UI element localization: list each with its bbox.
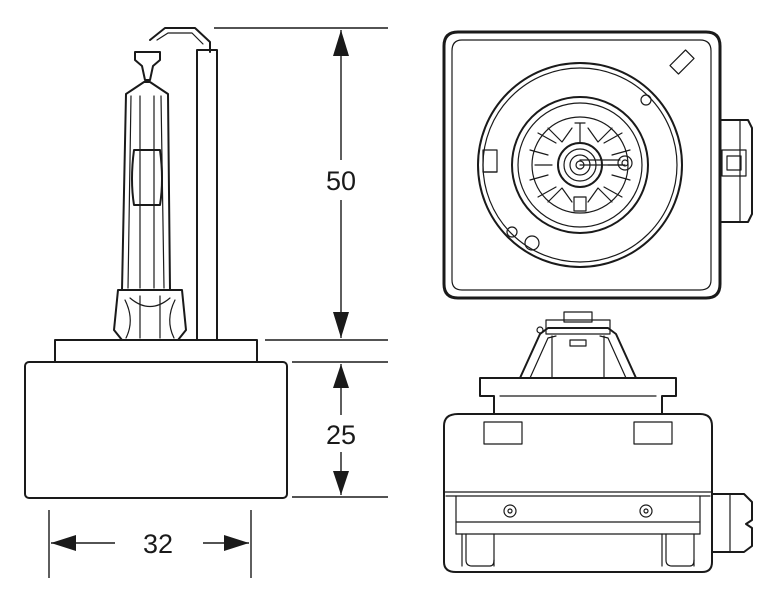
front-tab-right [633,421,673,445]
arrowhead-up [333,364,349,388]
side-view [24,27,288,499]
dimension-50: 50 [214,27,388,341]
top-corner-marker [669,49,695,75]
front-screw-left [503,504,517,518]
arrowhead-right [224,535,249,551]
front-tab-left [483,421,523,445]
side-return-rod [196,49,218,341]
dimension-32: 32 [48,510,252,578]
dimension-25: 25 [292,361,388,498]
side-flange-plate [54,339,258,363]
side-burner-capsule [121,81,171,291]
side-bulb-tip [134,51,161,81]
top-spokes [529,132,631,198]
top-inner-disc [511,96,649,234]
arrowhead-up [333,30,349,56]
arrowhead-down [333,312,349,338]
front-screw-right [639,504,653,518]
front-neck [519,327,637,379]
dimension-label-32: 32 [143,529,173,559]
front-housing [443,413,713,573]
top-view [442,30,753,300]
dimension-label-50: 50 [326,166,356,196]
front-view [443,311,753,573]
dimension-label-25: 25 [326,420,356,450]
side-neck [113,289,187,341]
arrowhead-down [333,471,349,495]
front-connector [711,493,753,553]
side-top-hook [149,27,211,53]
side-arc-chamber [131,149,163,206]
arrowhead-left [51,535,76,551]
top-socket-ring [477,62,683,268]
side-base-block [24,361,288,499]
